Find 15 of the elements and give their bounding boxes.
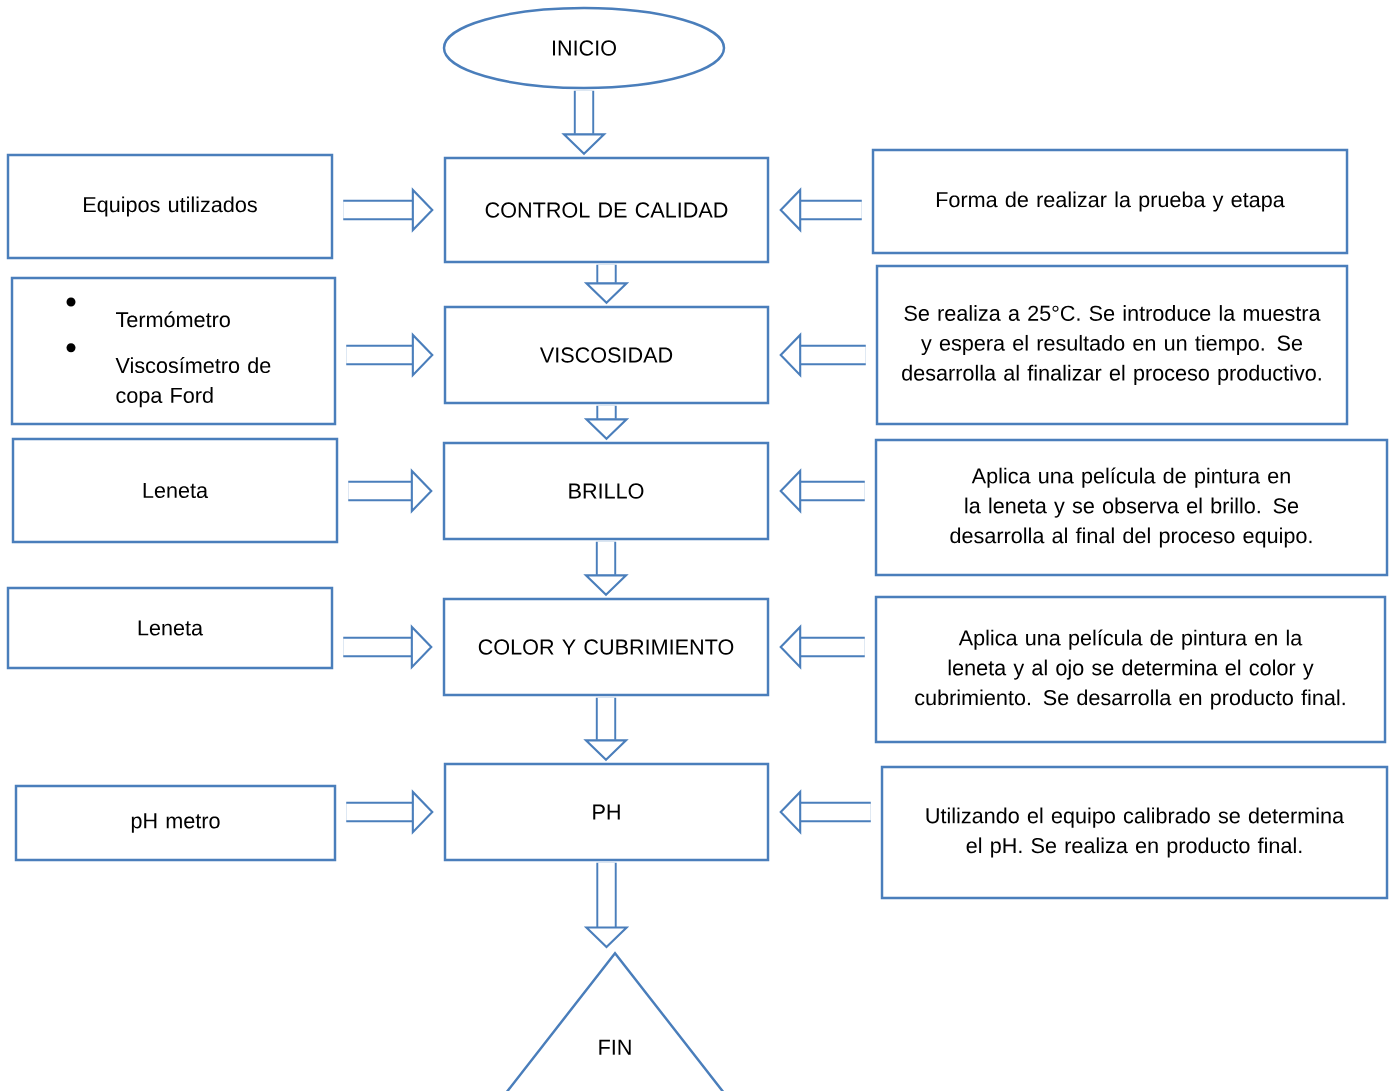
process-box: Aplica una película de pintura en la leneta y se observa el brillo. Se desarrolla al final del proceso equipo. <box>874 438 1389 577</box>
equipment-list-box: Termómetro Viscosímetro de copa Ford <box>10 276 337 426</box>
process-box: Aplica una película de pintura en la leneta y al ojo se determina el color y cubrimiento. Se desarrolla en producto final. <box>874 595 1387 744</box>
process-box: Equipos utilizados <box>6 153 334 260</box>
process-box: Leneta <box>6 586 334 670</box>
process-box: pH metro <box>14 784 337 862</box>
process-box: BRILLO <box>442 441 770 541</box>
process-box: Leneta <box>11 437 339 544</box>
process-box: Forma de realizar la prueba y etapa <box>871 148 1349 255</box>
process-box: Se realiza a 25°C. Se introduce la muestra y espera el resultado en un tiempo. Se desarrolla al finalizar el proceso productivo. <box>875 264 1349 426</box>
process-box: Utilizando el equipo calibrado se determina el pH. Se realiza en producto final. <box>880 765 1389 900</box>
process-box: CONTROL DE CALIDAD <box>443 156 770 264</box>
process-box: COLOR Y CUBRIMIENTO <box>442 597 770 697</box>
process-box: PH <box>443 762 770 862</box>
process-box: VISCOSIDAD <box>443 305 770 405</box>
